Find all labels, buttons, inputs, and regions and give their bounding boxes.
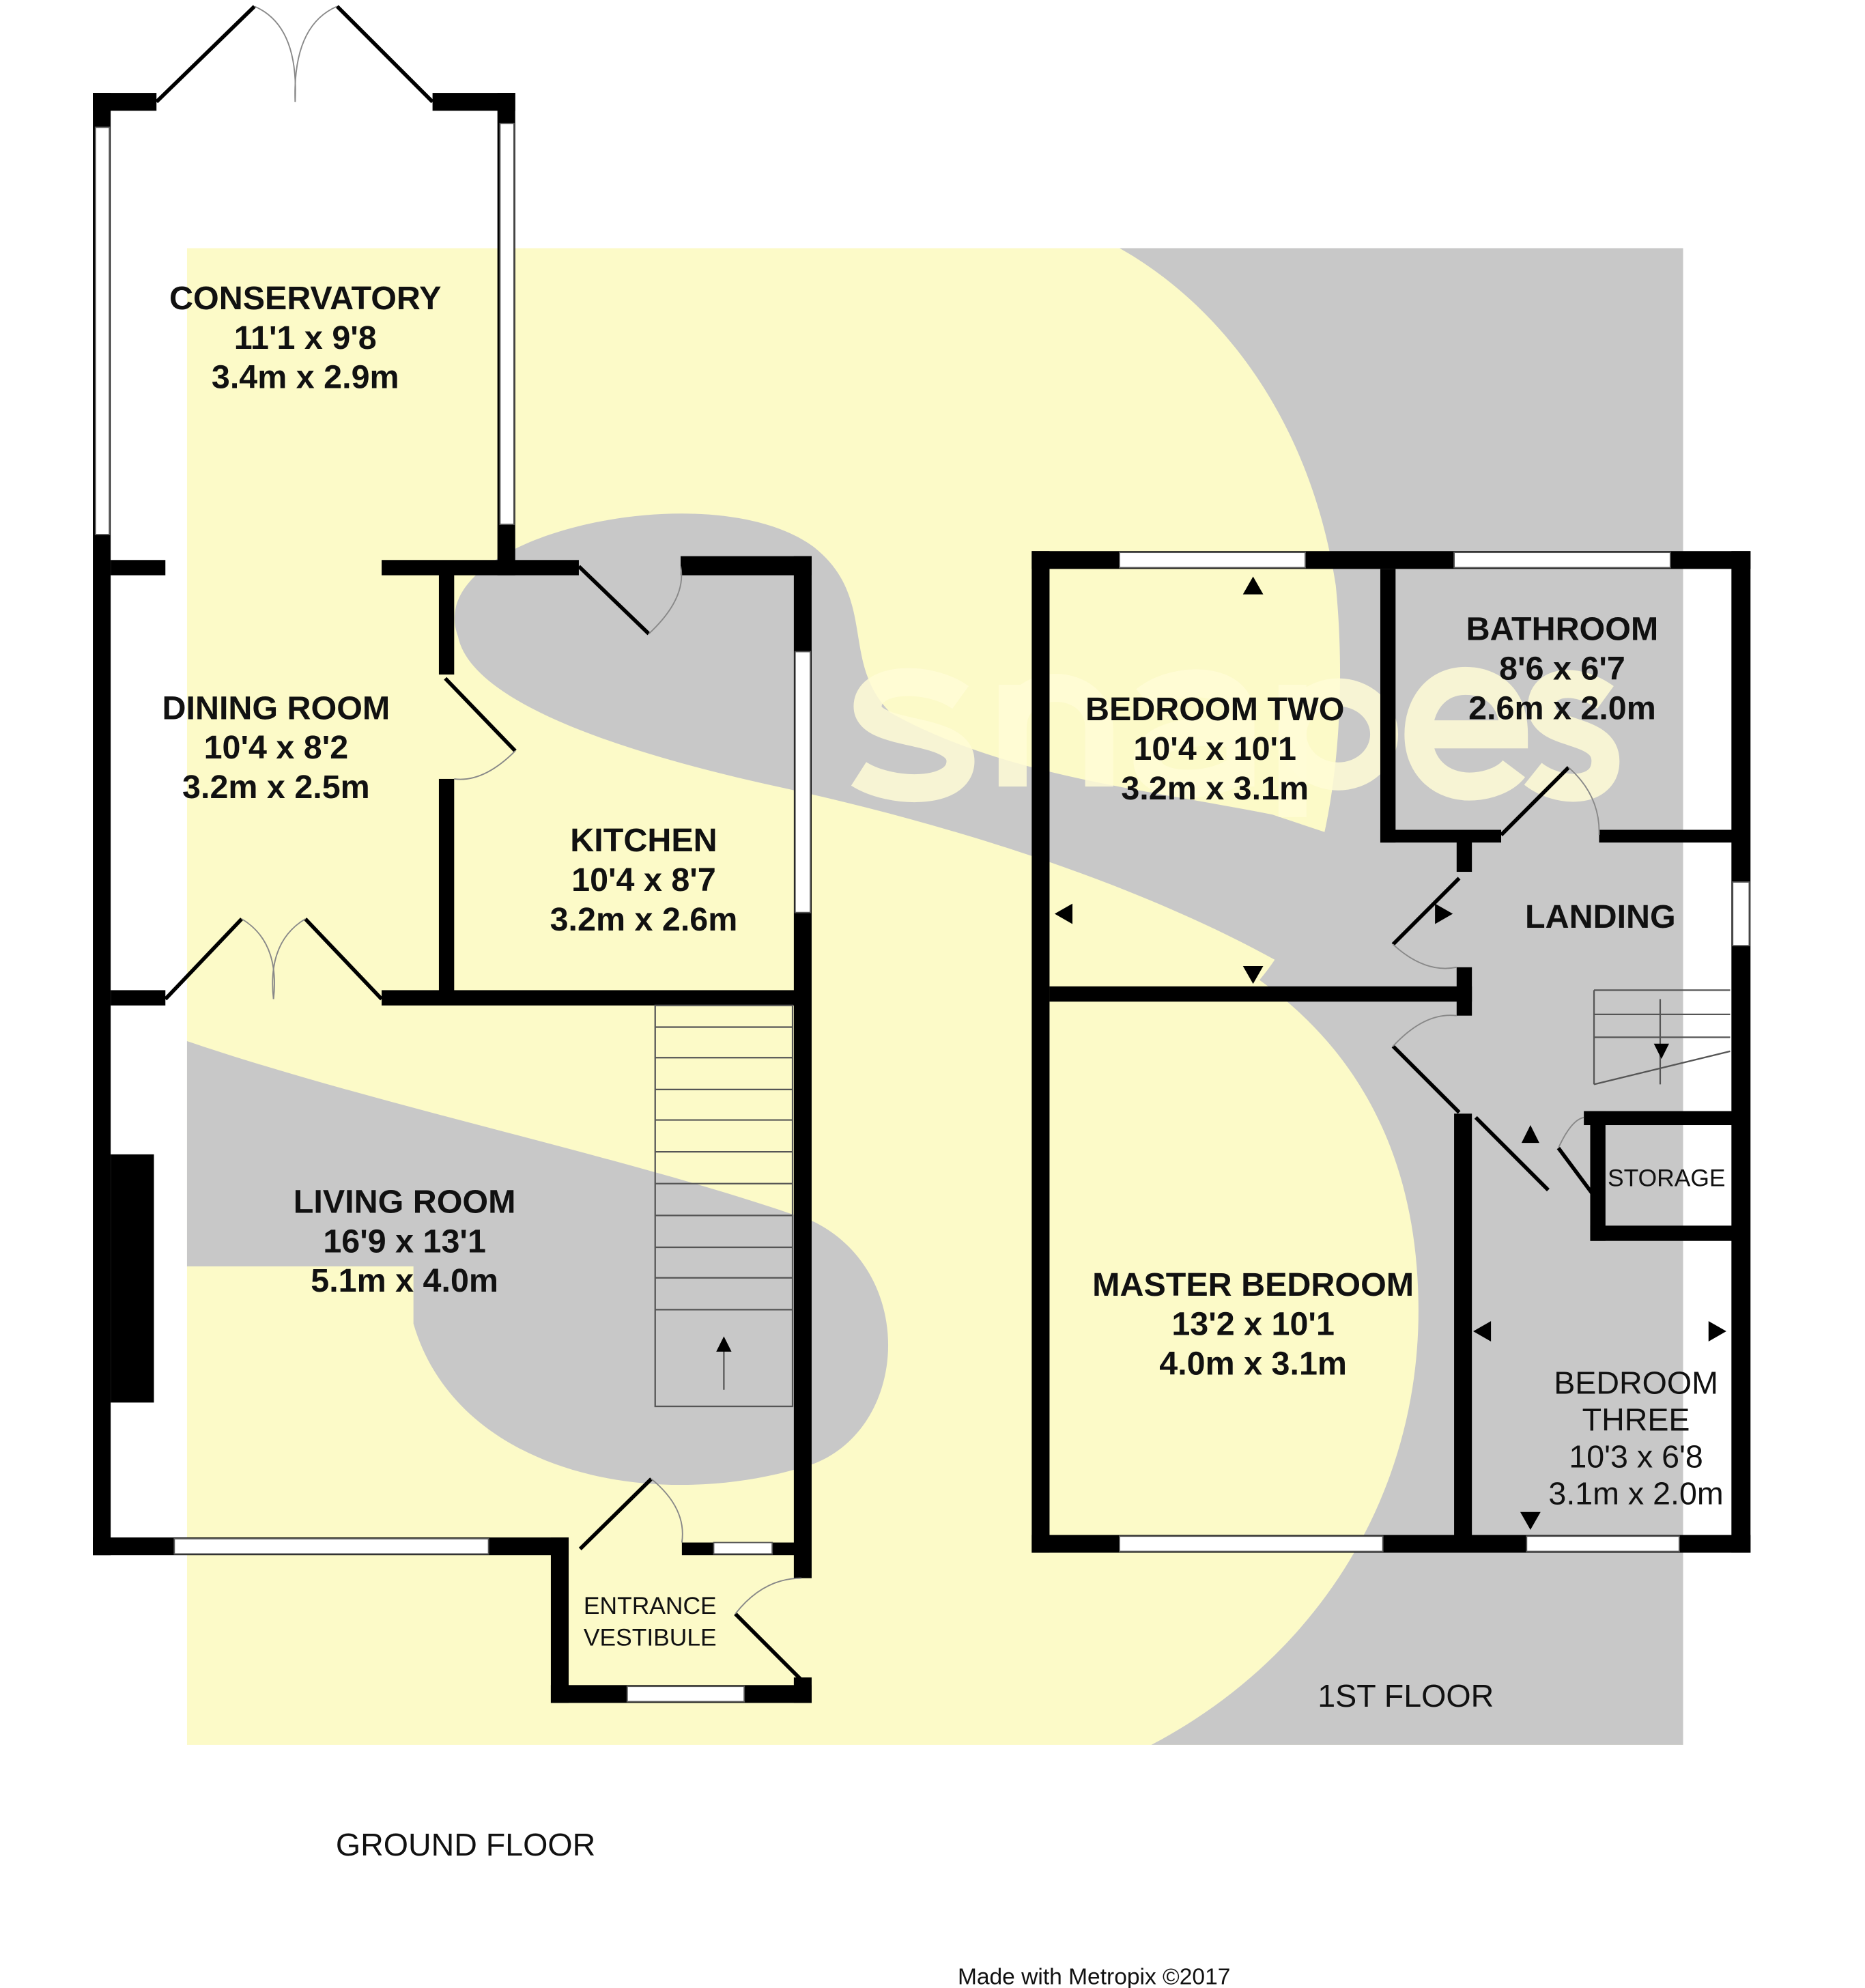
room-bathroom: BATHROOM 8'6 x 6'7 2.6m x 2.0m	[1466, 611, 1659, 727]
room-size-metric: 3.2m x 2.5m	[182, 769, 370, 806]
ground-floor-walls	[93, 93, 812, 1703]
room-name: MASTER BEDROOM	[1092, 1266, 1414, 1303]
room-name: DINING ROOM	[162, 690, 390, 726]
room-name-line1: BEDROOM	[1554, 1365, 1718, 1400]
room-size-metric: 3.2m x 2.6m	[550, 901, 738, 938]
ground-floor-stairs	[654, 1004, 794, 1408]
footer-credit: Made with Metropix ©2017	[958, 1964, 1230, 1988]
room-size-metric: 5.1m x 4.0m	[311, 1262, 498, 1299]
room-bedroom-two: BEDROOM TWO 10'4 x 10'1 3.2m x 3.1m	[1085, 691, 1344, 807]
room-size-metric: 4.0m x 3.1m	[1159, 1345, 1347, 1382]
landing-stairs	[1593, 989, 1731, 1085]
ground-floor-doors	[155, 5, 806, 1684]
direction-arrows	[1054, 576, 1726, 1530]
room-size-metric: 3.2m x 3.1m	[1121, 770, 1309, 807]
room-name: BATHROOM	[1466, 611, 1659, 648]
room-size-metric: 3.1m x 2.0m	[1548, 1476, 1723, 1511]
room-name: CONSERVATORY	[169, 280, 441, 317]
room-name-line2: VESTIBULE	[584, 1624, 717, 1651]
room-size-metric: 3.4m x 2.9m	[212, 359, 399, 396]
room-size-metric: 2.6m x 2.0m	[1468, 690, 1656, 726]
room-dining-room: DINING ROOM 10'4 x 8'2 3.2m x 2.5m	[162, 690, 390, 806]
room-living-room: LIVING ROOM 16'9 x 13'1 5.1m x 4.0m	[294, 1184, 516, 1300]
room-size-imperial: 10'4 x 8'7	[571, 862, 716, 898]
room-kitchen: KITCHEN 10'4 x 8'7 3.2m x 2.6m	[550, 822, 738, 938]
room-size-imperial: 10'4 x 10'1	[1133, 730, 1296, 767]
room-name-line1: ENTRANCE	[584, 1592, 717, 1619]
room-size-imperial: 10'4 x 8'2	[204, 729, 349, 766]
first-floor-doors	[1391, 766, 1601, 1204]
room-size-imperial: 16'9 x 13'1	[323, 1223, 486, 1260]
room-size-imperial: 8'6 x 6'7	[1499, 651, 1625, 687]
first-floor-walls	[1031, 551, 1751, 1553]
room-size-imperial: 13'2 x 10'1	[1171, 1306, 1335, 1343]
room-name-line2: THREE	[1582, 1402, 1690, 1437]
room-landing: LANDING	[1525, 898, 1676, 935]
room-storage: STORAGE	[1608, 1164, 1725, 1191]
room-entrance-vestibule: ENTRANCE VESTIBULE	[584, 1592, 717, 1651]
room-size-imperial: 11'1 x 9'8	[234, 320, 377, 356]
room-name: LIVING ROOM	[294, 1184, 516, 1221]
room-master-bedroom: MASTER BEDROOM 13'2 x 10'1 4.0m x 3.1m	[1092, 1266, 1414, 1382]
first-floor-label: 1ST FLOOR	[1318, 1678, 1494, 1714]
room-conservatory: CONSERVATORY 11'1 x 9'8 3.4m x 2.9m	[169, 280, 441, 396]
room-size-imperial: 10'3 x 6'8	[1569, 1439, 1703, 1475]
room-name: KITCHEN	[570, 822, 717, 859]
ground-floor-label: GROUND FLOOR	[336, 1827, 595, 1862]
room-bedroom-three: BEDROOM THREE 10'3 x 6'8 3.1m x 2.0m	[1548, 1365, 1723, 1511]
room-name: BEDROOM TWO	[1085, 691, 1344, 728]
